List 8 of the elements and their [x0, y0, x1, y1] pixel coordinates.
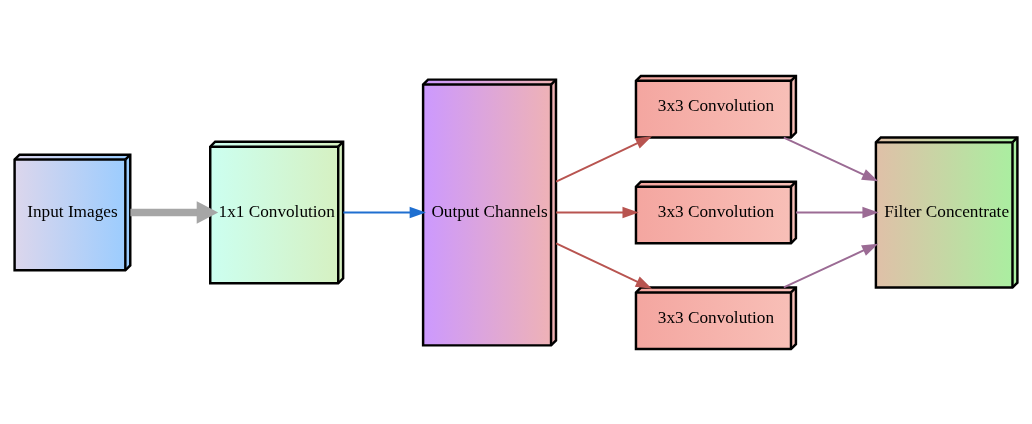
arrow [342, 206, 426, 218]
arrow [555, 135, 652, 183]
arrow [782, 136, 879, 181]
arrow [130, 200, 219, 224]
arrow [782, 243, 879, 288]
arrow [555, 206, 639, 218]
arrow [555, 241, 652, 289]
arrow [795, 206, 879, 218]
